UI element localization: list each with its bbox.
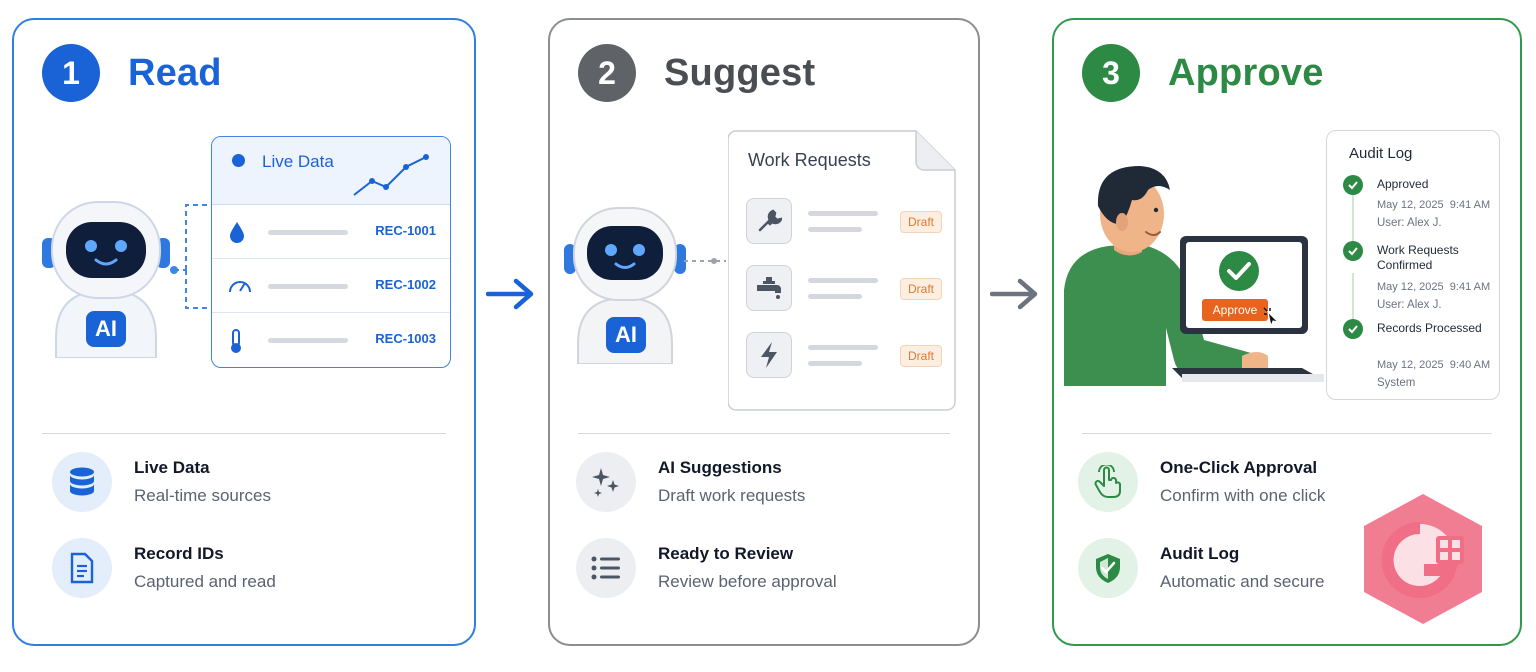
cursor-icon	[1263, 307, 1280, 328]
record-placeholder-bar	[268, 230, 348, 235]
feature-audit-log: Audit Log Automatic and secure	[1078, 538, 1324, 598]
audit-entry-datetime: May 12, 2025 9:40 AM	[1377, 359, 1491, 371]
database-icon	[52, 452, 112, 512]
feature-subtitle: Captured and read	[134, 572, 276, 591]
lightning-icon	[746, 332, 792, 378]
work-requests-document: Work Requests Draft Draft Draft	[728, 130, 956, 412]
audit-log-title: Audit Log	[1349, 145, 1413, 162]
check-circle-icon	[1219, 251, 1259, 291]
ai-robot-illustration	[42, 201, 170, 358]
droplet-icon	[230, 222, 244, 243]
feature-subtitle: Real-time sources	[134, 486, 271, 505]
connector-line	[170, 204, 212, 309]
record-id: REC-1001	[375, 223, 436, 238]
flow-arrow-right-icon	[486, 278, 534, 310]
feature-title: Record IDs	[134, 544, 224, 563]
timeline-line	[1352, 195, 1354, 255]
audit-entry-name: Records Processed	[1377, 321, 1482, 335]
work-request-item: Draft	[746, 198, 942, 248]
watermark-logo-icon	[1364, 494, 1482, 624]
feature-ai-suggestions: AI Suggestions Draft work requests	[576, 452, 805, 512]
gauge-icon	[229, 281, 251, 293]
record-row: REC-1002	[212, 259, 450, 313]
feature-ready-to-review: Ready to Review Review before approval	[576, 538, 837, 598]
audit-entry-name: Approved	[1377, 177, 1429, 191]
audit-entry-datetime: May 12, 2025 9:41 AM	[1377, 281, 1491, 293]
ai-badge: AI	[86, 311, 126, 347]
shield-check-icon	[1078, 538, 1138, 598]
audit-entry-user: System	[1377, 377, 1416, 389]
wrench-icon	[746, 198, 792, 244]
live-indicator-dot	[232, 154, 245, 167]
section-divider	[42, 433, 446, 434]
record-id: REC-1003	[375, 331, 436, 346]
document-title: Work Requests	[748, 150, 871, 170]
draft-badge: Draft	[899, 278, 942, 300]
draft-badge: Draft	[899, 211, 942, 233]
list-icon	[576, 538, 636, 598]
feature-subtitle: Draft work requests	[658, 486, 806, 505]
audit-entry-name: Work Requests Confirmed	[1377, 243, 1459, 272]
suggest-panel: 2 Suggest AI Work Requests Draft	[548, 18, 980, 646]
trend-chart-icon	[353, 154, 429, 196]
feature-title: Live Data	[134, 458, 210, 477]
timeline-line	[1352, 273, 1354, 329]
record-row: REC-1001	[212, 205, 450, 259]
feature-title: AI Suggestions	[658, 458, 782, 477]
draft-badge: Draft	[899, 345, 942, 367]
read-step-header: 1 Read	[42, 44, 222, 102]
live-data-card: Live Data REC-1001 REC-1002 REC-1003	[211, 136, 451, 368]
feature-live-data: Live Data Real-time sources	[52, 452, 271, 512]
flow-arrow-right-icon	[990, 278, 1038, 310]
record-id: REC-1002	[375, 277, 436, 292]
approve-step-header: 3 Approve	[1082, 44, 1324, 102]
step-title: Suggest	[664, 51, 816, 94]
audit-entry-datetime: May 12, 2025 9:41 AM	[1377, 199, 1491, 211]
feature-record-ids: Record IDs Captured and read	[52, 538, 276, 598]
step-number: 2	[578, 44, 636, 102]
person-at-laptop-illustration	[1064, 166, 1324, 386]
ai-badge: AI	[606, 317, 646, 353]
record-placeholder-bar	[268, 284, 348, 289]
check-circle-icon	[1343, 175, 1363, 195]
thermometer-icon	[231, 329, 241, 353]
feature-title: One-Click Approval	[1160, 458, 1318, 477]
faucet-icon	[746, 265, 792, 311]
live-data-title: Live Data	[262, 152, 334, 171]
audit-entry-user: User: Alex J.	[1377, 217, 1442, 229]
step-title: Read	[128, 51, 222, 94]
connector-line	[684, 258, 726, 264]
check-circle-icon	[1343, 241, 1363, 261]
read-panel: 1 Read AI Live Data REC-1	[12, 18, 476, 646]
record-row: REC-1003	[212, 313, 450, 367]
feature-subtitle: Automatic and secure	[1160, 572, 1325, 591]
feature-title: Ready to Review	[658, 544, 794, 563]
record-placeholder-bar	[268, 338, 348, 343]
audit-log-card: Audit Log Approved May 12, 2025 9:41 AM …	[1326, 130, 1500, 400]
step-number: 1	[42, 44, 100, 102]
work-request-item: Draft	[746, 265, 942, 315]
section-divider	[1082, 433, 1492, 434]
approve-button[interactable]: Approve	[1202, 299, 1268, 321]
approve-panel: 3 Approve Approve Audit Log Approved	[1052, 18, 1522, 646]
suggest-step-header: 2 Suggest	[578, 44, 815, 102]
document-icon	[52, 538, 112, 598]
audit-entry-user: User: Alex J.	[1377, 299, 1442, 311]
sparkles-icon	[576, 452, 636, 512]
feature-subtitle: Confirm with one click	[1160, 486, 1326, 505]
step-number: 3	[1082, 44, 1140, 102]
check-circle-icon	[1343, 319, 1363, 339]
pointer-hand-icon	[1078, 452, 1138, 512]
step-title: Approve	[1168, 51, 1324, 94]
feature-subtitle: Review before approval	[658, 572, 837, 591]
work-request-item: Draft	[746, 332, 942, 382]
feature-one-click-approval: One-Click Approval Confirm with one clic…	[1078, 452, 1325, 512]
section-divider	[578, 433, 950, 434]
feature-title: Audit Log	[1160, 544, 1240, 563]
